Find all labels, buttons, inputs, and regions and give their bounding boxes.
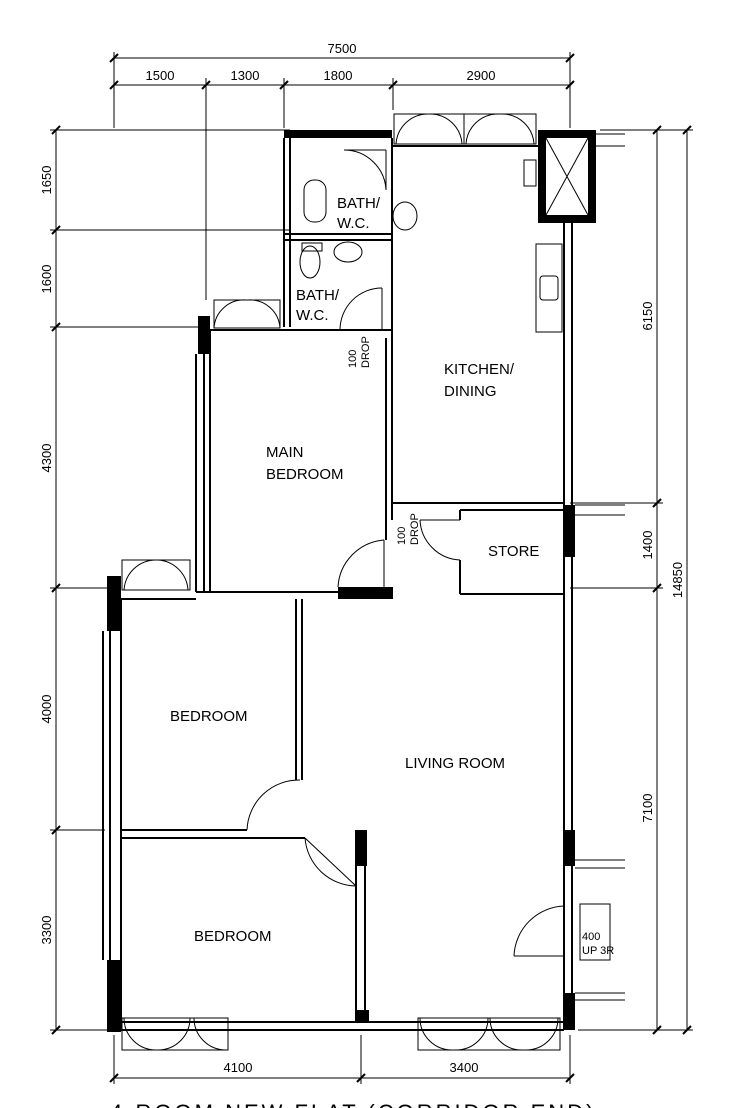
drop-note-1: 100DROP [347, 336, 372, 368]
dim-right-total: 14850 [670, 562, 685, 598]
bathtub-icon [303, 179, 327, 223]
fixtures [299, 159, 611, 961]
kitchen-sink-icon [535, 243, 563, 333]
dim-top-1: 1500 [146, 68, 175, 83]
toilet-icon [299, 245, 321, 279]
dim-top-2: 1300 [231, 68, 260, 83]
dim-top-3: 1800 [324, 68, 353, 83]
living-room-label: LIVING ROOM [405, 755, 505, 772]
plan-title: 4-ROOM NEW FLAT (CORRIDOR END) [110, 1100, 596, 1108]
bedroom1-label: BEDROOM [170, 708, 248, 725]
dim-top-4: 2900 [467, 68, 496, 83]
doors [121, 113, 565, 1051]
bedroom2-label: BEDROOM [194, 928, 272, 945]
dim-top-total: 7500 [328, 41, 357, 56]
dim-bottom-1: 4100 [224, 1060, 253, 1075]
dim-right-2: 1400 [640, 531, 655, 560]
step-icon [579, 903, 611, 961]
dim-left-1: 1650 [39, 166, 54, 195]
bath1-label: BATH/W.C. [337, 195, 381, 232]
dim-bottom-2: 3400 [450, 1060, 479, 1075]
basin-icon-2 [333, 241, 363, 263]
dim-left-3: 4300 [39, 444, 54, 473]
appliance-icon [523, 159, 537, 187]
drop-note-2: 100DROP [396, 513, 421, 545]
store-label: STORE [488, 543, 539, 560]
dimension-lines [50, 52, 693, 1084]
walls [102, 130, 625, 1032]
dim-left-2: 1600 [39, 265, 54, 294]
basin-icon [392, 201, 418, 231]
kitchen-label: KITCHEN/DINING [444, 361, 515, 400]
dim-right-1: 6150 [640, 302, 655, 331]
dim-left-4: 4000 [39, 695, 54, 724]
dim-right-3: 7100 [640, 794, 655, 823]
dim-left-5: 3300 [39, 916, 54, 945]
bath2-label: BATH/W.C. [296, 287, 340, 324]
